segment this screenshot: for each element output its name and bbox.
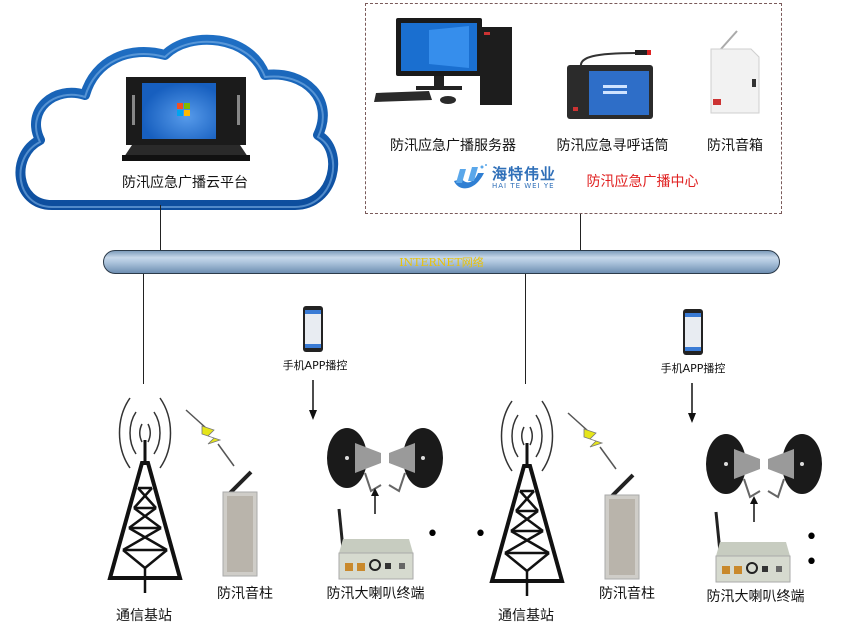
- connector-line: [160, 205, 161, 251]
- cloud-platform-label: 防汛应急广播云平台: [122, 175, 248, 191]
- rack-console-icon: [122, 77, 250, 161]
- app-control-label: 手机APP播控: [282, 359, 348, 372]
- device-label-server: 防汛应急广播服务器: [390, 138, 516, 154]
- device-label-microphone: 防汛应急寻呼话筒: [556, 138, 669, 154]
- internet-network-pipe: INTERNET网络: [103, 250, 780, 274]
- wireless-signal-icon: [185, 409, 235, 467]
- desktop-computer-icon: [374, 18, 512, 105]
- column-speaker-label: 防汛音柱: [217, 586, 273, 602]
- radio-tower-icon: [489, 400, 565, 596]
- more-ellipsis: • •: [805, 525, 832, 575]
- terminal-label: 防汛大喇叭终端: [326, 586, 425, 602]
- wall-speaker-icon: [710, 30, 760, 114]
- connector-line: [525, 274, 526, 384]
- mobile-phone-icon: [303, 306, 323, 352]
- tower-label: 通信基站: [498, 608, 554, 624]
- company-logo: 海特伟业 HAI TE WEI YE: [450, 163, 580, 195]
- column-speaker-icon: [604, 473, 640, 580]
- wireless-signal-icon: [567, 412, 617, 470]
- network-label: INTERNET网络: [399, 256, 484, 269]
- broadcast-center-title: 防汛应急广播中心: [586, 174, 699, 190]
- arrow-up-icon: [371, 488, 379, 514]
- broadcast-center-box: [365, 3, 782, 214]
- haitewei-logo-icon: [454, 164, 487, 189]
- tower-label: 通信基站: [116, 608, 172, 624]
- device-label-speaker: 防汛音箱: [707, 138, 763, 154]
- terminal-label: 防汛大喇叭终端: [706, 589, 805, 605]
- arrow-down-icon: [309, 380, 317, 420]
- logo-name-cn: 海特伟业: [492, 165, 557, 183]
- app-control-label: 手机APP播控: [660, 362, 726, 375]
- loudspeaker-horns-icon: [327, 428, 443, 493]
- radio-tower-icon: [107, 397, 183, 593]
- column-speaker-label: 防汛音柱: [599, 586, 655, 602]
- connector-line: [143, 274, 144, 384]
- logo-name-en: HAI TE WEI YE: [492, 182, 555, 190]
- arrow-up-icon: [750, 496, 758, 522]
- arrow-down-icon: [688, 383, 696, 423]
- broadcast-terminal-icon: [337, 508, 414, 580]
- more-ellipsis: • •: [426, 522, 501, 547]
- column-speaker-icon: [222, 470, 258, 577]
- cloud-platform: 防汛应急广播云平台: [0, 15, 345, 225]
- paging-microphone-icon: [567, 50, 653, 119]
- broadcast-terminal-icon: [714, 511, 791, 583]
- connector-line: [580, 214, 581, 251]
- loudspeaker-horns-icon: [706, 434, 822, 499]
- mobile-phone-icon: [683, 309, 703, 355]
- branch-2: 通信基站 防汛音柱 手机APP播控: [382, 3, 850, 644]
